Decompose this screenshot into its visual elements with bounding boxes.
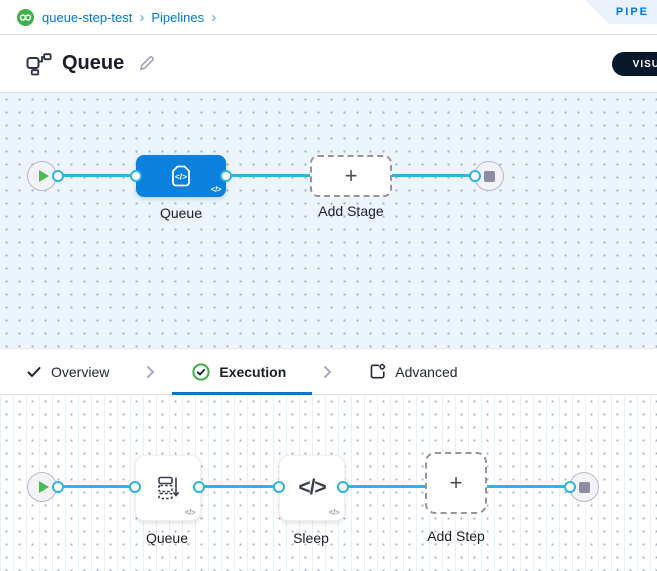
connector-port — [129, 481, 141, 493]
breadcrumb-pipelines-link[interactable]: Pipelines — [151, 9, 205, 25]
tab-execution[interactable]: Execution — [192, 362, 287, 381]
tab-overview-label: Overview — [51, 363, 110, 380]
add-stage-label: Add Stage — [318, 203, 384, 219]
stage-canvas: </> </> Queue + Add Stage — [0, 93, 657, 348]
pipeline-header: Queue VISUAL — [0, 35, 657, 93]
connector-port — [52, 170, 64, 182]
tab-advanced[interactable]: Advanced — [369, 363, 458, 380]
stage-connector-line — [42, 174, 489, 177]
play-icon — [38, 170, 49, 182]
add-step-button[interactable]: + — [425, 452, 487, 514]
tab-advanced-label: Advanced — [395, 363, 458, 380]
step-code-badge: </> — [328, 508, 340, 517]
connector-port — [337, 481, 349, 493]
step-sleep-label: Sleep — [293, 530, 329, 546]
template-gear-icon — [370, 363, 386, 379]
custom-stage-code-icon: </> — [172, 165, 190, 187]
edit-pipeline-name-button[interactable] — [138, 55, 155, 72]
play-icon — [38, 481, 49, 493]
connector-port — [220, 170, 232, 182]
breadcrumb-project-link[interactable]: queue-step-test — [42, 9, 133, 25]
step-node-sleep[interactable]: </> </> — [279, 455, 345, 521]
breadcrumb-separator: › — [139, 8, 145, 26]
stage-config-tabbar: Overview Execution Advanced — [0, 348, 657, 395]
connector-port — [193, 481, 205, 493]
connector-port — [469, 170, 481, 182]
plus-icon: + — [449, 470, 463, 495]
stage-node-queue[interactable]: </> </> — [136, 155, 226, 197]
code-brackets-icon: </> — [298, 476, 326, 499]
breadcrumb: queue-step-test › Pipelines › — [0, 0, 657, 35]
check-circle-green-icon — [192, 362, 210, 381]
connector-port — [273, 481, 285, 493]
step-queue-label: Queue — [145, 530, 189, 546]
connector-port — [564, 481, 576, 493]
connector-port — [52, 481, 64, 493]
execution-canvas: </> Queue </> </> Sleep + Add Step — [0, 395, 657, 571]
breadcrumb-separator: › — [211, 8, 217, 26]
pipeline-end-node — [474, 161, 504, 191]
tab-execution-label: Execution — [219, 363, 287, 380]
queue-stack-icon — [158, 476, 180, 500]
add-step-label: Add Step — [427, 528, 485, 544]
step-node-queue[interactable]: </> — [135, 455, 201, 521]
visual-yaml-toggle[interactable]: VISUAL — [612, 52, 657, 76]
page-title: Queue — [62, 52, 125, 74]
step-code-badge: </> — [184, 508, 196, 517]
active-tab-underline — [172, 392, 312, 395]
stage-label: Queue — [159, 205, 203, 221]
add-stage-button[interactable]: + — [310, 155, 392, 197]
pipeline-flowchart-icon — [26, 52, 52, 76]
stop-icon — [483, 170, 495, 182]
chevron-right-icon — [323, 365, 332, 379]
tab-overview[interactable]: Overview — [26, 364, 109, 380]
visual-toggle-label: VISUAL — [632, 58, 657, 70]
svg-text:</>: </> — [175, 172, 187, 182]
check-icon — [27, 366, 41, 377]
stage-code-badge: </> — [210, 185, 222, 194]
chevron-right-icon — [146, 365, 155, 379]
ribbon-label: PIPE — [615, 6, 649, 18]
stop-icon — [578, 481, 590, 493]
plus-icon: + — [344, 163, 358, 188]
connector-port — [130, 170, 142, 182]
project-avatar-icon — [17, 8, 34, 26]
